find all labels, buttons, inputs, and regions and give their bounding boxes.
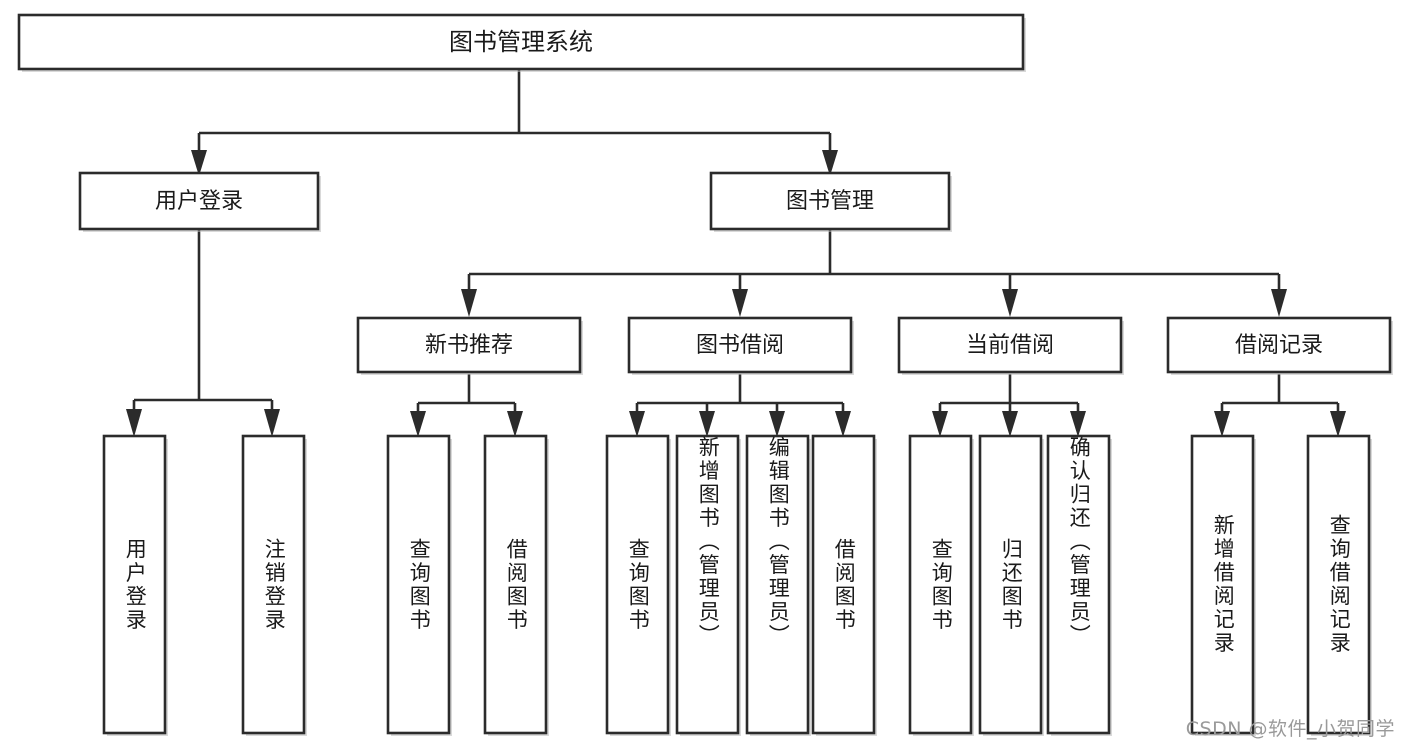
arrowhead-book-manage (822, 150, 838, 176)
arrowhead-borrow-record (1271, 289, 1287, 317)
node-new-book-rec[interactable] (356, 316, 582, 374)
node-book-borrow[interactable] (627, 316, 853, 374)
node-leaf-query-book-2[interactable] (605, 434, 670, 735)
node-leaf-borrow-book-2[interactable] (811, 434, 876, 735)
arrowhead-leaf-logout (264, 409, 280, 437)
node-layer: 图书管理系统 用户登录 图书管理 新书推荐 图书借阅 当前借阅 (17, 13, 1393, 736)
arrowhead-book-borrow (732, 289, 748, 317)
arrowhead-leaf-query-book-1 (410, 411, 426, 437)
arrowhead-leaf-edit-book (769, 411, 785, 437)
node-user-login-label: 用户登录 (155, 189, 243, 214)
node-borrow-record-label: 借阅记录 (1235, 333, 1323, 358)
arrowhead-user-login (191, 150, 207, 176)
node-leaf-borrow-book-1[interactable] (483, 434, 548, 735)
node-leaf-query-book-3[interactable] (908, 434, 973, 735)
arrowhead-new-book-rec (461, 289, 477, 317)
arrowhead-leaf-borrow-book-1 (507, 411, 523, 437)
node-leaf-add-book[interactable] (675, 434, 740, 735)
arrowhead-leaf-query-record (1330, 411, 1346, 437)
node-user-login[interactable] (78, 171, 320, 231)
node-current-borrow[interactable] (897, 316, 1123, 374)
arrowhead-leaf-query-book-3 (932, 411, 948, 437)
node-leaf-query-book-1[interactable] (386, 434, 451, 735)
arrowhead-leaf-return-book (1002, 411, 1018, 437)
node-book-manage[interactable] (709, 171, 951, 231)
node-leaf-confirm-return[interactable] (1046, 434, 1111, 735)
node-book-manage-label: 图书管理 (786, 189, 874, 214)
connector-layer (126, 68, 1346, 437)
node-leaf-query-record[interactable] (1306, 434, 1371, 735)
node-leaf-return-book[interactable] (978, 434, 1043, 735)
node-leaf-logout[interactable] (241, 434, 306, 735)
node-borrow-record[interactable] (1166, 316, 1392, 374)
node-leaf-edit-book[interactable] (745, 434, 810, 735)
arrowhead-leaf-add-book (699, 411, 715, 437)
node-current-borrow-label: 当前借阅 (966, 333, 1054, 358)
node-book-borrow-label: 图书借阅 (696, 333, 784, 358)
arrowhead-current-borrow (1002, 289, 1018, 317)
arrowhead-leaf-borrow-book-2 (835, 411, 851, 437)
node-leaf-add-record[interactable] (1190, 434, 1255, 735)
arrowhead-leaf-query-book-2 (629, 411, 645, 437)
arrowhead-leaf-user-login (126, 409, 142, 437)
arrowhead-leaf-add-record (1214, 411, 1230, 437)
watermark-text: CSDN @软件_小贺同学 (1185, 718, 1395, 740)
node-root-label: 图书管理系统 (449, 28, 593, 56)
node-root[interactable] (17, 13, 1025, 71)
node-new-book-rec-label: 新书推荐 (425, 333, 513, 358)
node-leaf-user-login[interactable] (102, 434, 167, 735)
arrowhead-leaf-confirm-return (1070, 411, 1086, 437)
